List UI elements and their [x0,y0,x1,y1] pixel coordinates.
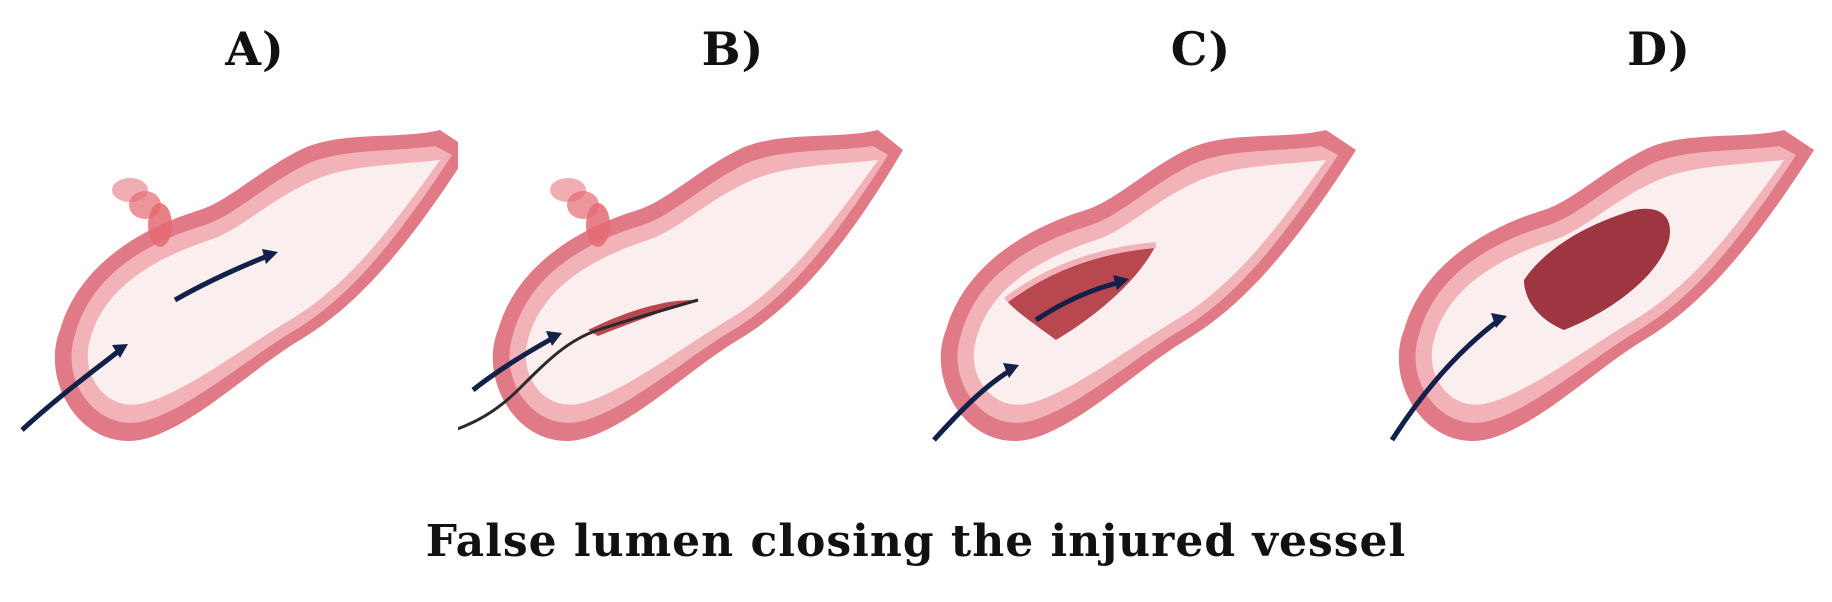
panel-b: B) [458,0,916,500]
panel-a: A) [0,0,458,500]
vessel-c [940,130,1356,441]
panel-label-a: A) [225,22,285,76]
panel-label-d: D) [1627,22,1691,76]
flow-arrow-c1 [932,363,1019,442]
vessel-lumen-a [87,160,441,405]
vessel-illustration-c [932,130,1356,442]
panel-d: D) [1374,0,1832,500]
flow-arrow-d [1389,313,1507,442]
intimal-flap-c [1004,242,1157,303]
flow-arrow-a2 [173,249,278,303]
figure-caption: False lumen closing the injured vessel [425,516,1407,567]
vessel-a [54,130,458,441]
vessel-illustration-a [20,130,458,441]
flow-arrow-a1 [20,344,128,432]
panel-c: C) [916,0,1374,500]
vessel-illustration-d [1389,130,1814,442]
vessel-illustration-b [458,130,903,441]
panel-label-c: C) [1170,22,1232,76]
guide-wire-b [458,298,699,431]
vessel-lumen-c [973,160,1326,405]
blood-jet-a [112,178,172,247]
panel-label-b: B) [701,22,765,76]
flow-arrow-c2 [1034,275,1129,323]
blood-jet-b [550,178,610,247]
thrombosed-false-lumen-d [1524,208,1670,330]
vessel-lumen-b [525,160,878,405]
vessel-b [492,130,903,441]
vessel-d [1398,130,1814,441]
flow-arrow-b [471,331,562,392]
